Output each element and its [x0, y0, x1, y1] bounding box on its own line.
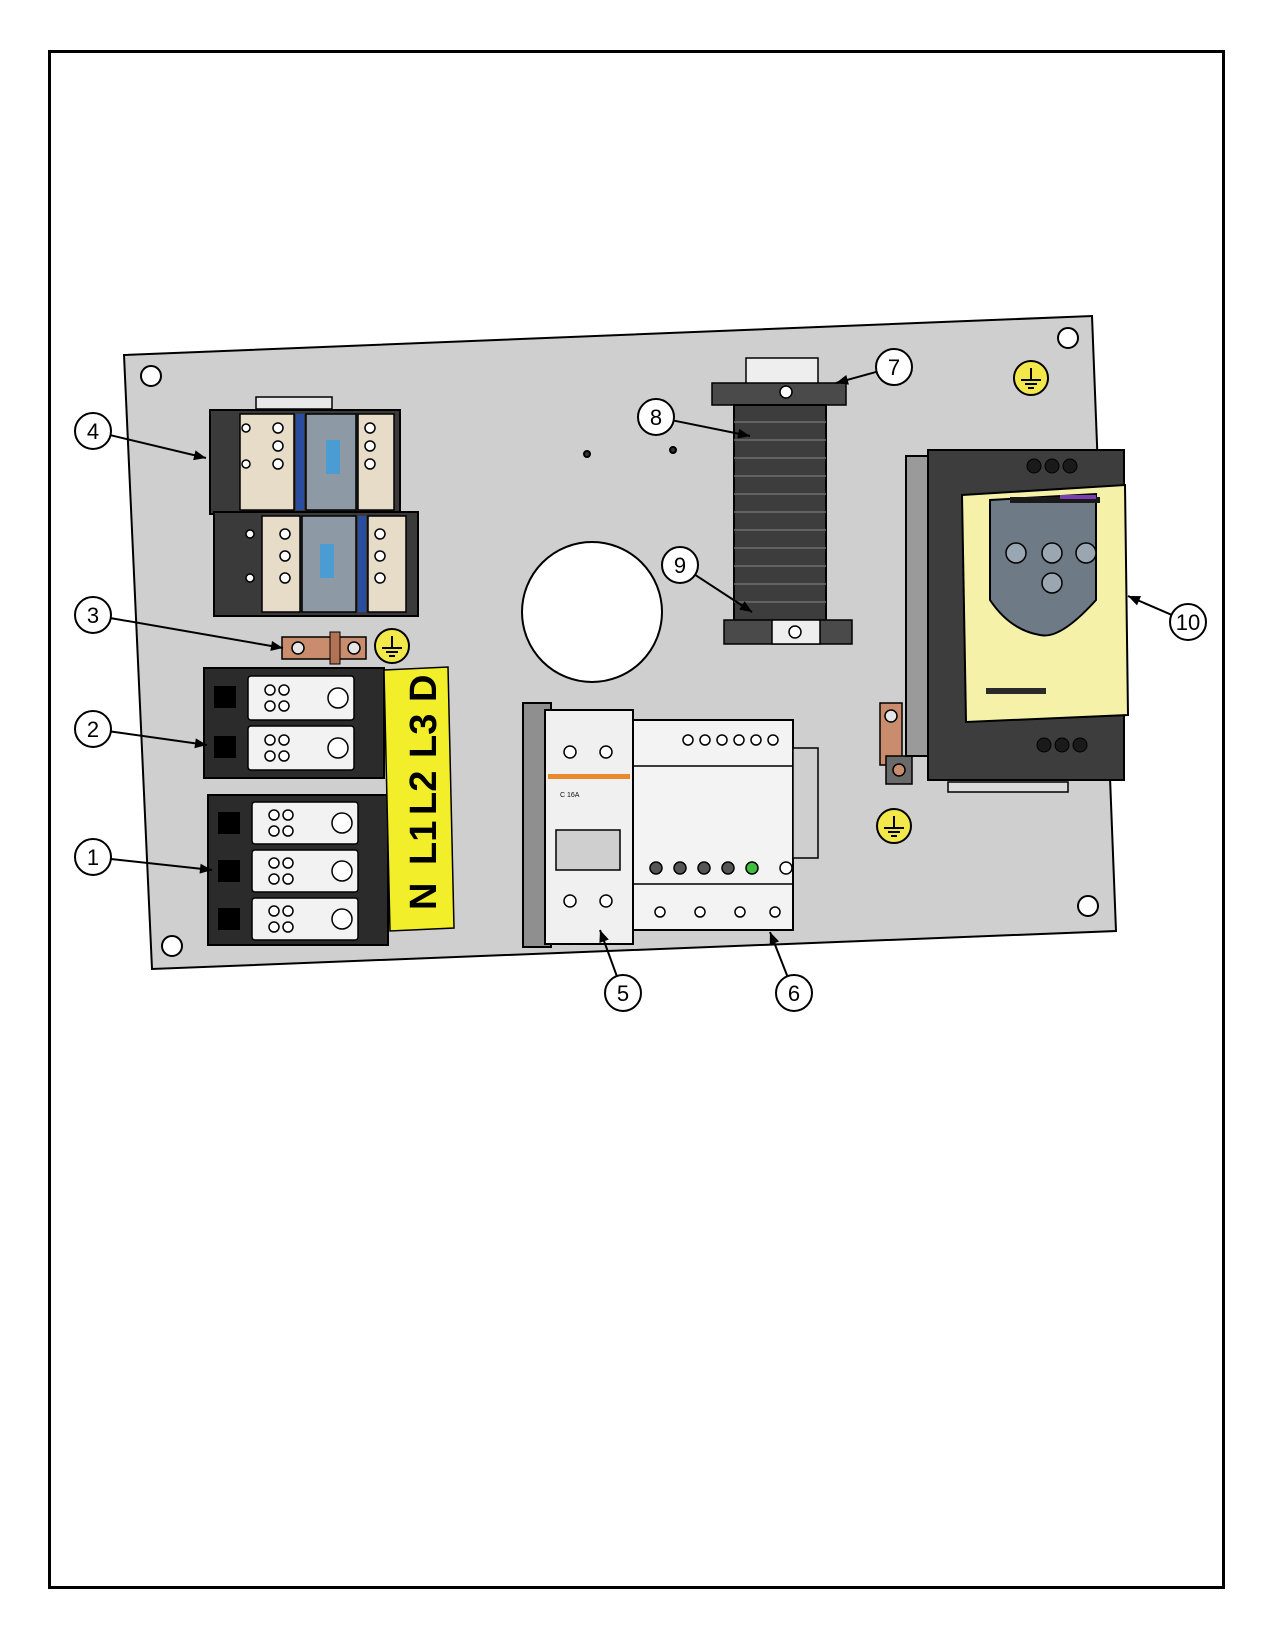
callout-number-4: 4: [87, 419, 99, 444]
callout-number-8: 8: [650, 405, 662, 430]
control-module: [632, 719, 819, 931]
callout-number-5: 5: [617, 981, 629, 1006]
callout-leaders: [110, 370, 1172, 977]
callout-arrow-8: [737, 428, 750, 439]
callout-number-9: 9: [674, 553, 686, 578]
circuit-breaker: C 16A: [522, 702, 634, 948]
callout-7: 7: [875, 348, 913, 386]
callout-circle-1: [74, 838, 112, 876]
callout-1: 1: [74, 838, 112, 876]
breaker-rating: C 16A: [560, 792, 580, 799]
mounting-hole-icon: [1077, 895, 1099, 917]
ground-symbol-icon: [1013, 360, 1049, 396]
callout-circle-2: [74, 710, 112, 748]
callout-circle-4: [74, 412, 112, 450]
small-hole: [583, 450, 591, 458]
callout-leader-1: [110, 857, 213, 871]
callout-leader-2: [110, 730, 208, 746]
ground-symbol-icon: [374, 628, 410, 664]
callout-arrow-10: [1128, 596, 1141, 606]
callout-circle-8: [637, 398, 675, 436]
callout-10: 10: [1169, 603, 1207, 641]
callout-bubbles: 1 2 3 4 5 6 7 8 9 10: [74, 348, 1207, 1012]
callout-6: 6: [775, 974, 813, 1012]
label-strip: N L1 L2 L3 D: [383, 666, 455, 932]
callout-circle-10: [1169, 603, 1207, 641]
terminal-strip: [711, 357, 853, 645]
callout-leader-3: [110, 617, 284, 649]
drawing-frame: [48, 50, 1225, 1589]
callout-number-6: 6: [788, 981, 800, 1006]
callout-2: 2: [74, 710, 112, 748]
callout-9: 9: [661, 546, 699, 584]
callout-4: 4: [74, 412, 112, 450]
label-strip-text-1: L1: [403, 821, 445, 865]
cable-entry-hole: [521, 541, 663, 683]
callout-number-10: 10: [1176, 610, 1200, 635]
callout-arrow-4: [193, 450, 206, 461]
callout-number-7: 7: [888, 355, 900, 380]
label-strip-text-0: N: [403, 883, 445, 910]
mounting-hole-icon: [140, 365, 162, 387]
callout-arrow-7: [836, 374, 849, 385]
terminal-blocks: [203, 667, 389, 946]
mounting-holes: [140, 327, 1099, 957]
callout-leader-8: [673, 419, 751, 437]
label-strip-text-2: L2: [403, 771, 445, 815]
small-hole: [669, 446, 677, 454]
callout-arrow-6: [769, 932, 780, 945]
callout-circle-3: [74, 596, 112, 634]
ground-symbol-icon: [876, 808, 912, 844]
callout-arrow-5: [599, 930, 609, 943]
copper-link-drive: [879, 702, 913, 785]
callout-arrow-9: [739, 601, 752, 612]
callout-number-3: 3: [87, 603, 99, 628]
callout-leader-4: [110, 434, 207, 459]
callout-circle-7: [875, 348, 913, 386]
callout-number-1: 1: [87, 845, 99, 870]
callout-5: 5: [604, 974, 642, 1012]
callout-arrow-2: [194, 738, 207, 749]
soft-starter: [905, 449, 1130, 793]
callout-circle-6: [775, 974, 813, 1012]
callout-8: 8: [637, 398, 675, 436]
mounting-hole-icon: [1057, 327, 1079, 349]
callout-arrow-3: [270, 641, 283, 651]
copper-link: [281, 631, 367, 665]
callout-number-2: 2: [87, 717, 99, 742]
callout-3: 3: [74, 596, 112, 634]
label-strip-text-3: L3: [403, 714, 445, 758]
contactors: [209, 396, 419, 617]
callout-circle-5: [604, 974, 642, 1012]
callout-arrow-1: [199, 863, 212, 874]
label-strip-text-4: D: [403, 675, 445, 702]
mounting-hole-icon: [161, 935, 183, 957]
callout-circle-9: [661, 546, 699, 584]
